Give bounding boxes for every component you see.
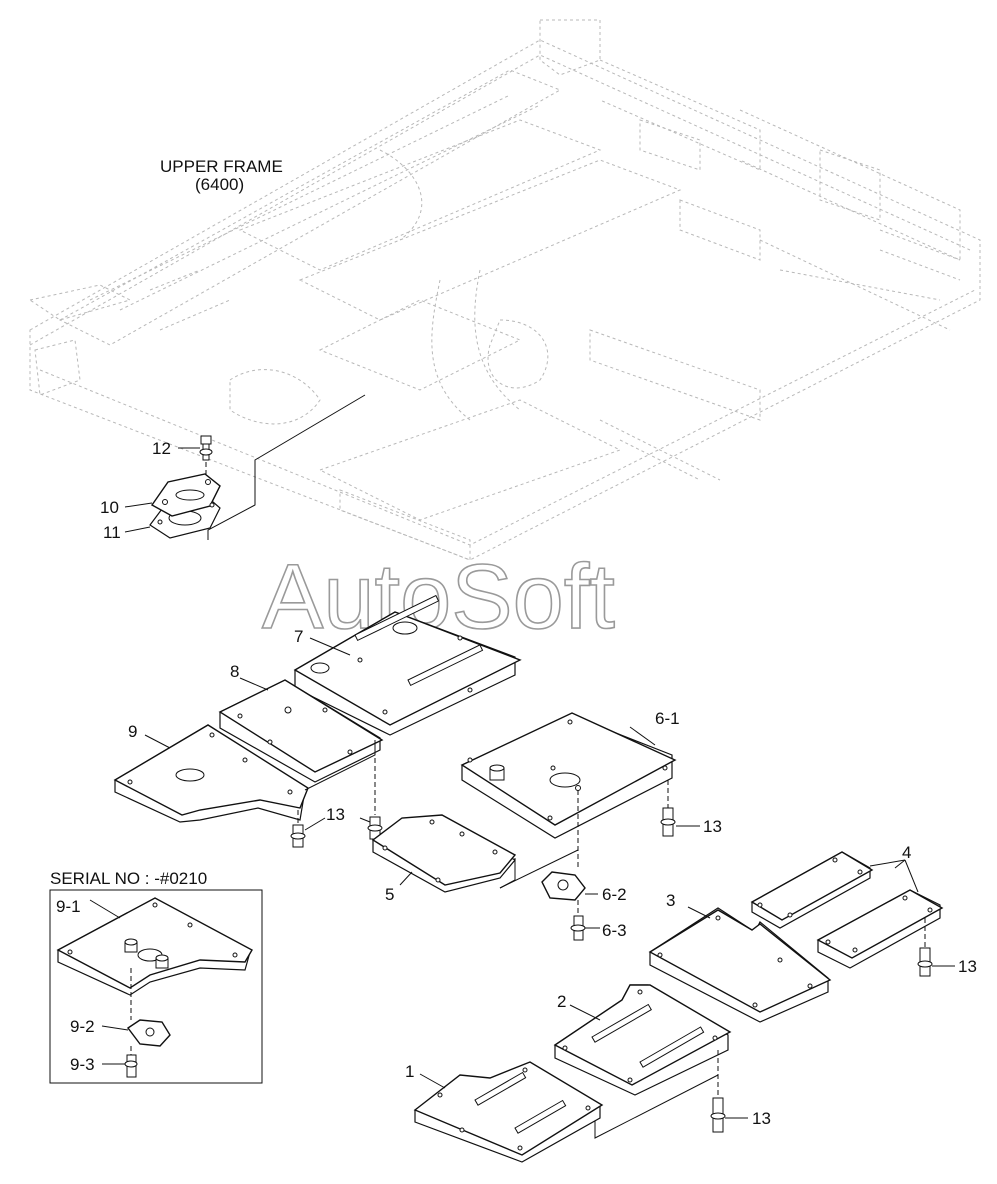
callout-9: 9 (128, 722, 137, 741)
callout-6-2: 6-2 (602, 885, 627, 904)
callout-4: 4 (902, 843, 911, 862)
callout-13-b: 13 (703, 817, 722, 836)
cover-1 (413, 1061, 604, 1163)
callout-7: 7 (294, 627, 303, 646)
callout-11: 11 (103, 523, 121, 542)
callout-8: 8 (230, 662, 239, 681)
callout-10: 10 (100, 498, 119, 517)
callout-13-c: 13 (958, 957, 977, 976)
cover-4 (750, 851, 944, 969)
cover-6-1 (460, 712, 677, 839)
callout-1: 1 (405, 1062, 414, 1081)
cover-8 (218, 677, 384, 783)
assembly-10-11-12 (124, 394, 366, 540)
cover-2 (553, 984, 732, 1096)
cover-9 (113, 724, 309, 823)
callout-2: 2 (557, 992, 566, 1011)
plate-6-2 (541, 790, 600, 941)
callout-13-a: 13 (326, 805, 345, 824)
inset-frame (49, 889, 263, 1084)
bolt-13-a (290, 740, 383, 848)
bolt-13-b (660, 780, 700, 837)
upper-frame-ghost (28, 19, 981, 561)
callout-6-1: 6-1 (655, 709, 680, 728)
callout-9-2: 9-2 (70, 1017, 95, 1036)
upper-frame-code: (6400) (195, 175, 244, 194)
callout-12: 12 (152, 439, 171, 458)
upper-frame-label: UPPER FRAME (160, 157, 283, 176)
cover-5 (371, 814, 579, 893)
callout-9-1: 9-1 (56, 897, 81, 916)
cover-3 (648, 906, 832, 1023)
callout-6-3: 6-3 (602, 921, 627, 940)
serial-no-label: SERIAL NO : -#0210 (50, 869, 207, 888)
serial-inset: SERIAL NO : -#0210 (49, 869, 263, 1084)
bolt-13-d (594, 1050, 748, 1139)
callout-9-3: 9-3 (70, 1055, 95, 1074)
bolt-13-c (917, 918, 955, 977)
callout-5: 5 (385, 885, 394, 904)
callout-13-d: 13 (752, 1109, 771, 1128)
callout-3: 3 (666, 891, 675, 910)
